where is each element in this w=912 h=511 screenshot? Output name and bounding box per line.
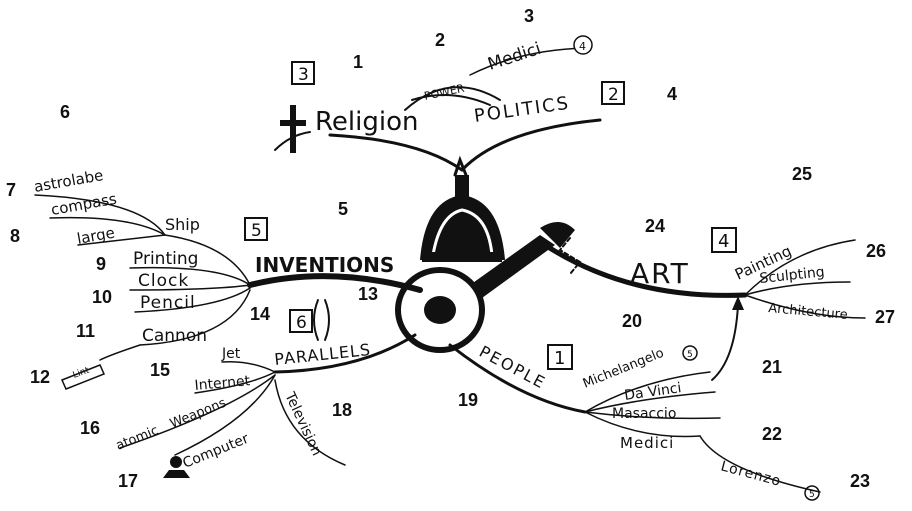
marker-26: 26 [866,241,886,261]
parallels-item-jet: Jet [221,346,241,362]
art-label: ART [630,257,690,290]
art-item-architecture: Architecture [768,301,849,323]
people-item-lorenzo: Lorenzo [719,458,783,489]
marker-3: 3 [524,6,534,26]
box-number-art: 4 [712,228,736,252]
parallels-item-television: Television [281,389,325,458]
svg-text:2: 2 [608,85,619,105]
circled-number-medici-top: 4 [574,36,592,54]
people-item-masaccio: Masaccio [612,406,676,422]
svg-text:5: 5 [687,350,693,360]
svg-text:5: 5 [809,490,815,500]
marker-20: 20 [622,311,642,331]
inventions-item-printing: Printing [133,249,198,269]
politics-label: POLITICS [473,93,572,127]
marker-22: 22 [762,424,782,444]
parallels-item-internet: Internet [194,373,251,394]
marker-21: 21 [762,357,782,377]
marker-2: 2 [435,30,445,50]
svg-text:4: 4 [579,40,586,53]
inventions-item-astrolabe: astrolabe [33,166,105,196]
people-item-da-vinci: Da Vinci [623,380,682,404]
parallels-label: PARALLELS [273,340,371,369]
marker-15: 15 [150,360,170,380]
inventions-item-compass: compass [50,190,119,219]
people-sub-branches [585,296,820,492]
marker-9: 9 [96,254,106,274]
parallels-item-weapons: Weapons [168,396,229,432]
marker-8: 8 [10,226,20,246]
marker-27: 27 [875,307,895,327]
marker-14: 14 [250,304,270,324]
cross-icon [280,105,306,153]
inventions-item-ship: Ship [165,215,200,234]
box-number-inventions: 5 [245,218,267,241]
svg-text:1: 1 [554,348,565,369]
circled-number-michelangelo: 5 [683,346,697,360]
marker-7: 7 [6,180,16,200]
inventions-item-clock: Clock [138,271,189,291]
box-number-people: 1 [548,345,572,369]
people-item-medici: Medici [620,434,674,452]
svg-text:6: 6 [296,313,307,333]
flint-lighter-icon: Lint [62,365,104,389]
marker-19: 19 [458,390,478,410]
marker-5: 5 [338,199,348,219]
marker-10: 10 [92,287,112,307]
box-number-parallels: 6 [290,310,312,333]
marker-24: 24 [645,216,665,236]
central-image [398,160,575,350]
marker-13: 13 [358,284,378,304]
marker-4: 4 [667,84,677,104]
marker-11: 11 [76,321,95,341]
parallels-brace-icon [314,300,329,340]
svg-text:3: 3 [298,65,309,85]
inventions-item-cannon: Cannon [142,326,207,346]
marker-25: 25 [792,164,812,184]
marker-18: 18 [332,400,352,420]
inventions-item-pencil: Pencil [140,293,196,313]
marker-23: 23 [850,471,870,491]
marker-17: 17 [118,471,138,491]
svg-text:5: 5 [251,221,262,241]
marker-1: 1 [353,52,363,72]
parallels-item-atomic: atomic [114,423,161,454]
marker-16: 16 [80,418,100,438]
svg-text:4: 4 [718,231,729,252]
circled-number-lorenzo: 5 [805,486,819,500]
marker-12: 12 [30,367,50,387]
inventions-item-large: large [76,224,117,248]
parallels-item-computer: Computer [181,431,252,472]
inventions-label: INVENTIONS [255,253,394,277]
religion-label: Religion [315,107,418,137]
power-label: POWER [423,82,466,103]
box-number-religion: 3 [292,62,314,85]
marker-6: 6 [60,102,70,122]
box-number-politics: 2 [602,82,624,105]
medici-top-label: Medici [485,39,543,75]
